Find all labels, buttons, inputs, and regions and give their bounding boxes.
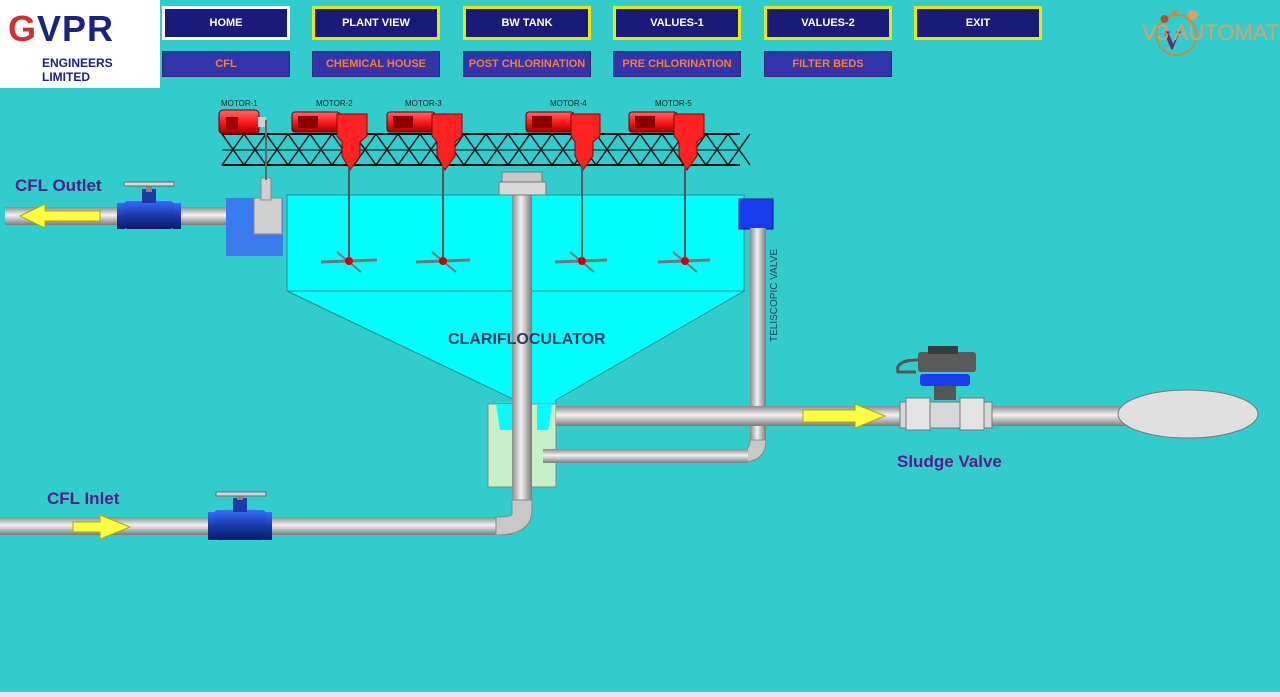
motor-2-label: MOTOR-2 (316, 99, 353, 108)
motor-4[interactable] (525, 111, 601, 171)
agitator-2 (415, 165, 471, 273)
cfl-outlet-label: CFL Outlet (15, 176, 102, 195)
pre-chlorination-button[interactable]: PRE CHLORINATION (613, 51, 741, 77)
logo-letters: VPR (37, 8, 115, 49)
v3-automation-text: V3 AUTOMATIC (1142, 20, 1280, 45)
agitator-3 (554, 165, 608, 273)
truss-brace (705, 133, 729, 166)
truss-brace (727, 133, 751, 166)
plant-view-button[interactable]: PLANT VIEW (312, 6, 440, 40)
inlet-flow-arrow (72, 514, 132, 540)
logo-letter-g: G (8, 8, 38, 49)
v3-emblem-icon: V (1155, 10, 1198, 56)
motor-1-label: MOTOR-1 (221, 99, 258, 108)
motor-1[interactable] (218, 109, 266, 135)
status-strip (0, 692, 1280, 697)
sludge-valve-label: Sludge Valve (897, 452, 1002, 471)
motor-2[interactable] (291, 111, 368, 171)
post-chlorination-button[interactable]: POST CHLORINATION (463, 51, 591, 77)
motor-3[interactable] (386, 111, 463, 171)
agitator-1 (320, 165, 378, 273)
sludge-pit-drain (1117, 389, 1259, 439)
truss-brace (551, 133, 575, 166)
filter-beds-button[interactable]: FILTER BEDS (764, 51, 892, 77)
outlet-weir (253, 197, 283, 235)
truss-brace (485, 133, 509, 166)
motor-5[interactable] (628, 111, 705, 171)
telescopic-valve-label: TELISCOPIC VALVE (769, 249, 780, 342)
motor-5-label: MOTOR-5 (655, 99, 692, 108)
sludge-valve[interactable] (896, 346, 993, 431)
cfl-outlet-valve[interactable] (117, 181, 181, 229)
truss-brace (617, 133, 641, 166)
truss-brace (375, 133, 399, 166)
truss-brace (463, 133, 487, 166)
motor-3-label: MOTOR-3 (405, 99, 442, 108)
values-1-button[interactable]: VALUES-1 (613, 6, 741, 40)
tank-label: CLARIFLOCULATOR (448, 331, 606, 348)
logo-brand: GVPR (8, 8, 114, 50)
truss-brace (639, 133, 663, 166)
cfl-inlet-label: CFL Inlet (47, 489, 120, 508)
cfl-inlet-valve[interactable] (208, 491, 272, 540)
agitator-4 (657, 165, 711, 273)
gvpr-logo: GVPR ENGINEERS LIMITED (0, 0, 160, 88)
telescopic-valve-head (738, 198, 774, 230)
home-button[interactable]: HOME (162, 6, 290, 40)
truss-brace (309, 133, 333, 166)
central-column-cap (498, 181, 547, 196)
sludge-flow-arrow (802, 403, 887, 429)
svg-text:V: V (1163, 26, 1182, 55)
central-column-pipe (512, 186, 532, 514)
truss-brace (243, 133, 267, 166)
truss-brace (529, 133, 553, 166)
exit-button[interactable]: EXIT (914, 6, 1042, 40)
bridge-truss (222, 133, 740, 166)
truss-brace (265, 133, 289, 166)
truss-brace (287, 133, 311, 166)
values-2-button[interactable]: VALUES-2 (764, 6, 892, 40)
bw-tank-button[interactable]: BW TANK (463, 6, 591, 40)
logo-subtitle: ENGINEERS LIMITED (42, 56, 113, 84)
truss-brace (595, 133, 619, 166)
chemical-house-button[interactable]: CHEMICAL HOUSE (312, 51, 440, 77)
truss-brace (507, 133, 531, 166)
truss-brace (397, 133, 421, 166)
outlet-flow-arrow (18, 203, 101, 229)
motor-4-label: MOTOR-4 (550, 99, 587, 108)
cfl-button[interactable]: CFL (162, 51, 290, 77)
truss-brace (221, 133, 245, 166)
telescopic-pipe (750, 228, 766, 448)
